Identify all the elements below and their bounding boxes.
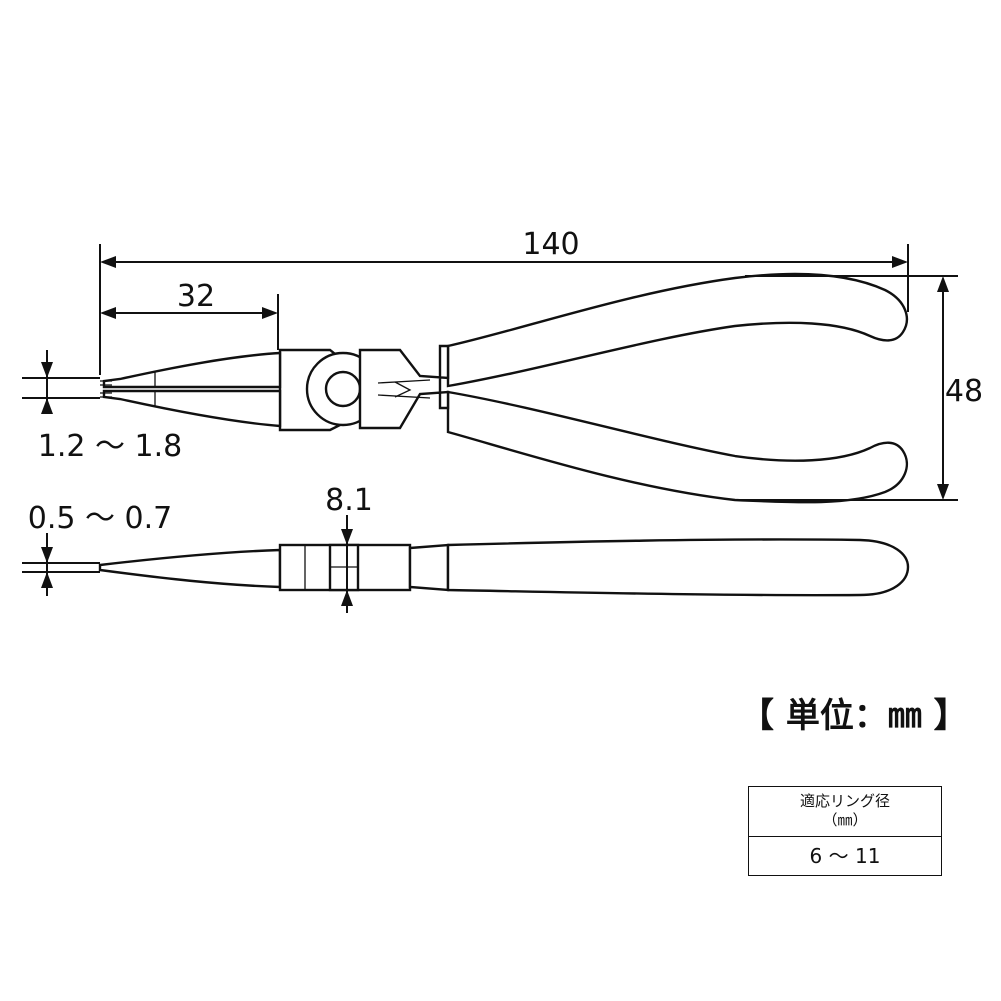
dim-label-tip-diameter: 1.2 ～ 1.8 [38, 429, 183, 464]
dim-label-140: 140 [522, 227, 579, 262]
lower-jaw [102, 389, 282, 428]
dim-label-48: 48 [945, 374, 983, 409]
upper-handle [446, 272, 908, 388]
side-handle [446, 538, 910, 597]
spec-header-line1: 適応リング径 [799, 792, 890, 810]
dim-jaw-length: 32 [100, 279, 279, 350]
dim-label-tip-thickness: 0.5 ～ 0.7 [28, 501, 173, 536]
side-jaw [98, 548, 282, 589]
dim-body-thickness: 8.1 [325, 483, 373, 613]
unit-label: 【 単位：㎜ 】 [740, 696, 968, 736]
dim-width: 48 [735, 275, 983, 501]
plier-side-view [98, 538, 910, 597]
dim-label-8-1: 8.1 [325, 483, 373, 518]
spec-table: 適応リング径 （㎜） 6 ～ 11 [748, 786, 942, 876]
side-neck [408, 543, 450, 592]
upper-jaw [102, 351, 282, 389]
spec-table-value: 6 ～ 11 [809, 844, 881, 868]
spec-table-header: 適応リング径 （㎜） [749, 787, 941, 837]
plier-top-view [100, 272, 908, 504]
pivot-hole [324, 370, 362, 408]
dim-tip-diameter: 1.2 ～ 1.8 [22, 350, 182, 464]
dim-tip-thickness: 0.5 ～ 0.7 [22, 501, 172, 596]
lower-handle [446, 390, 908, 504]
spec-header-line2: （㎜） [822, 811, 868, 829]
dim-label-32: 32 [177, 279, 215, 314]
dim-overall-length: 140 [99, 227, 909, 375]
